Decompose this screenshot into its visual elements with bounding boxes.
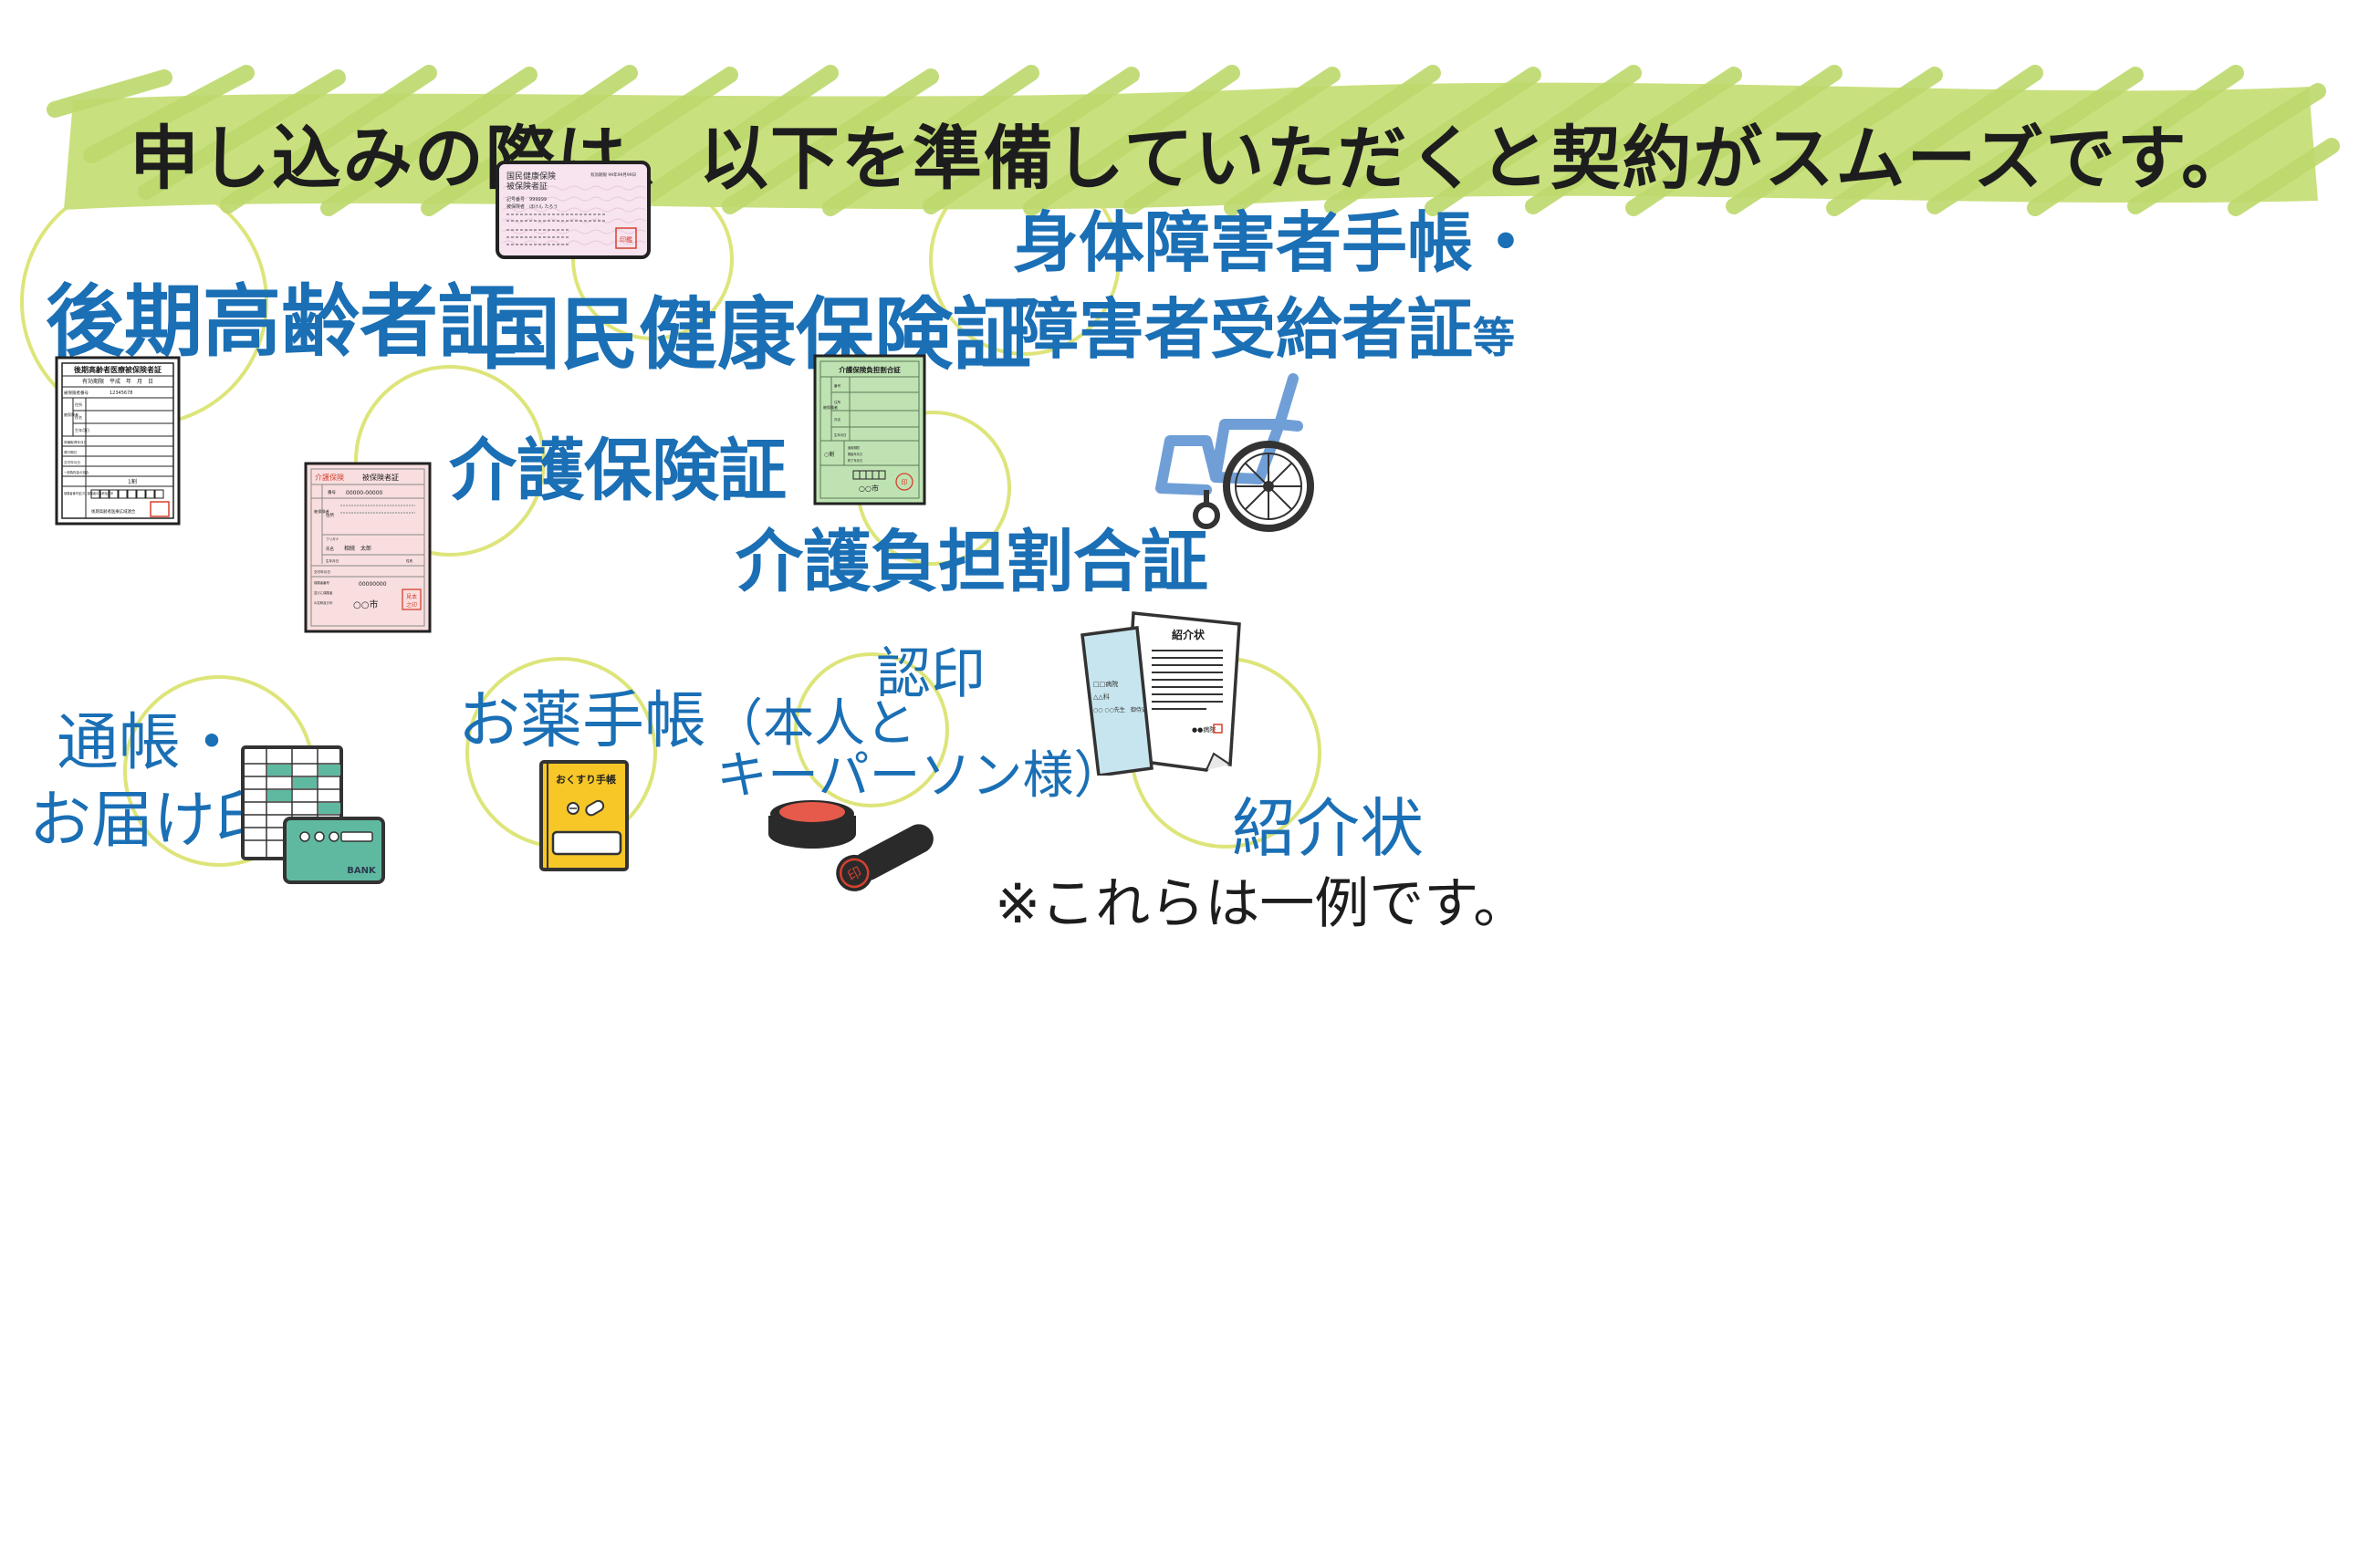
kaigo-stamp2: 之印 — [406, 601, 417, 609]
kaigo-stamp1: 見本 — [406, 593, 417, 600]
futan-title: 介護保険負担割合証 — [838, 365, 901, 374]
kokumin-title2: 被保険者証 — [506, 181, 548, 192]
futan-row-birth: 生年月日 — [834, 432, 847, 437]
label-tsucho-line1: 通帳・ — [57, 707, 244, 779]
kouki-row-ratio: 一部負担金の割合 — [64, 470, 89, 474]
label-shintai-line2: 障害者受給者証等 — [1013, 276, 1515, 371]
page-title: 申し込みの際は、以下を準備していただくと契約がスムーズです。 — [129, 118, 2253, 199]
okusuri-book-title: おくすり手帳 — [556, 773, 616, 786]
stamp-pad-icon — [768, 800, 856, 849]
card-kouki: 後期高齢者医療被保険者証 有効期限 平成 年 月 日 被保険者番号 123456… — [55, 356, 181, 526]
kouki-card-title: 後期高齢者医療被保険者証 — [74, 365, 162, 374]
kaigo-insurer-row2: 並びに保険者 — [314, 590, 333, 595]
kouki-row-address: 住所 — [75, 401, 82, 407]
card-kaigo: 介護保険 被保険者証 番号 00000-00000 被保険者 住所 フリガナ 氏… — [304, 462, 432, 633]
kokumin-number: 記号番号 999999 — [506, 196, 547, 203]
kaigo-number-label: 番号 — [328, 489, 336, 495]
referral-letter-icon: 紹介状 ●●病院 □□病院 △△科 ○○ ○○先生 御侍史 — [1080, 611, 1241, 776]
envelope-line3: ○○ ○○先生 御侍史 — [1093, 706, 1147, 714]
label-shintai-main: 障害者受給者証 — [1013, 291, 1474, 368]
kaigo-gender-label: 性別 — [406, 558, 413, 563]
futan-row-address: 住所 — [834, 400, 841, 404]
label-ninin-line3: キーパーソン様） — [716, 746, 1125, 806]
label-okusuri: お薬手帳 — [458, 685, 707, 757]
kokumin-title1: 国民健康保険 — [506, 171, 556, 182]
kouki-issuer: 後期高齢者医療広域連合 — [91, 508, 136, 515]
kaigo-issue-label: 交付年月日 — [314, 569, 330, 574]
kokumin-stamp: 印鑑 — [620, 235, 632, 244]
label-ninin-line2: （本人と — [712, 694, 916, 754]
label-kokumin: 国民健康保険証 — [482, 289, 1031, 380]
kouki-row-insurer: 保険者番号並びに保険者の名称及び印 — [64, 491, 113, 495]
kaigo-insurer-number: 00000000 — [359, 581, 387, 588]
futan-period-1: 適用期間 — [848, 445, 860, 450]
label-shintai-suffix: 等 — [1473, 313, 1516, 362]
futan-city: ○○市 — [859, 484, 879, 493]
envelope-line2: △△科 — [1093, 693, 1110, 701]
kouki-side-label: 被保険者 — [64, 411, 78, 417]
kaigo-name-label: 氏名 — [326, 546, 334, 552]
hanko-icon: 印 — [836, 824, 934, 891]
kaigo-address-label: 住所 — [326, 512, 334, 518]
kaigo-furigana-label: フリガナ — [326, 536, 339, 541]
kaigo-name: 相続 太郎 — [344, 545, 371, 552]
kouki-row-birth: 生年月日 — [75, 427, 89, 432]
label-ninin-line1: 認印 — [876, 642, 986, 706]
futan-row-number: 番号 — [834, 383, 841, 388]
kouki-ratio: 1割 — [128, 478, 137, 485]
kaigo-side-label: 被保険者 — [314, 508, 329, 515]
futan-side-label: 被保険者 — [823, 404, 838, 410]
kaigo-insurer-row3: の名称及び印 — [314, 600, 333, 605]
kouki-card-validity: 有効期限 平成 年 月 日 — [82, 378, 153, 385]
passbook-icon: BANK — [241, 745, 385, 884]
futan-ratio-label: ○割 — [824, 451, 834, 458]
referral-hospital-mark: ●●病院 — [1192, 725, 1216, 734]
kokumin-name: 被保険者 ほけん たろう — [506, 203, 558, 210]
circle-ninin — [794, 652, 949, 807]
hanko-char: 印 — [845, 863, 865, 884]
kaigo-birth-label: 生年月日 — [326, 558, 339, 563]
kouki-row-name: 氏名 — [75, 414, 82, 420]
kaigo-title-red: 介護保険 — [315, 473, 344, 482]
futan-row-name: 氏名 — [834, 417, 841, 422]
kouki-row-issue: 発行期日 — [64, 450, 77, 454]
label-tsucho-line2: お届け印 — [29, 785, 278, 857]
kaigo-city: ○○市 — [353, 599, 378, 610]
footer-note: ※これらは一例です。 — [995, 872, 1529, 936]
kaigo-insurer-row1: 保険者番号 — [314, 580, 330, 585]
card-futan: 介護保険負担割合証 被保険者 番号 住所 氏名 生年月日 ○割 適用期間 開始年… — [813, 354, 926, 505]
label-futan: 介護負担割合証 — [736, 523, 1208, 601]
envelope-line1: □□病院 — [1093, 680, 1118, 688]
kaigo-number: 00000-00000 — [346, 490, 383, 496]
label-shintai-line1: 身体障害者手帳・ — [1013, 204, 1540, 281]
label-shokai: 紹介状 — [1232, 791, 1424, 866]
referral-letter-title: 紹介状 — [1172, 628, 1206, 641]
kokumin-validity: 有効期限 99年99月99日 — [590, 172, 636, 178]
bank-label: BANK — [347, 866, 377, 876]
kouki-number: 12345678 — [110, 391, 132, 396]
label-kaigo: 介護保険証 — [449, 432, 787, 510]
okusuri-book-icon: おくすり手帳 — [539, 760, 629, 871]
futan-stamp: 印 — [902, 479, 908, 486]
card-kokumin: 国民健康保険 被保険者証 有効期限 99年99月99日 記号番号 999999 … — [496, 161, 651, 259]
futan-period-3: 終了年月日 — [848, 458, 862, 463]
label-kouki: 後期高齢者証 — [46, 276, 517, 368]
circle-kaigo — [354, 365, 546, 557]
kouki-row-delivered: 交付年月日 — [64, 460, 80, 464]
wheelchair-icon — [1155, 373, 1314, 532]
kouki-row-acquired: 資格取得年月日 — [64, 440, 87, 444]
kaigo-title-black: 被保険者証 — [362, 473, 399, 482]
futan-period-2: 開始年月日 — [848, 452, 862, 456]
kouki-number-label: 被保険者番号 — [64, 390, 89, 396]
